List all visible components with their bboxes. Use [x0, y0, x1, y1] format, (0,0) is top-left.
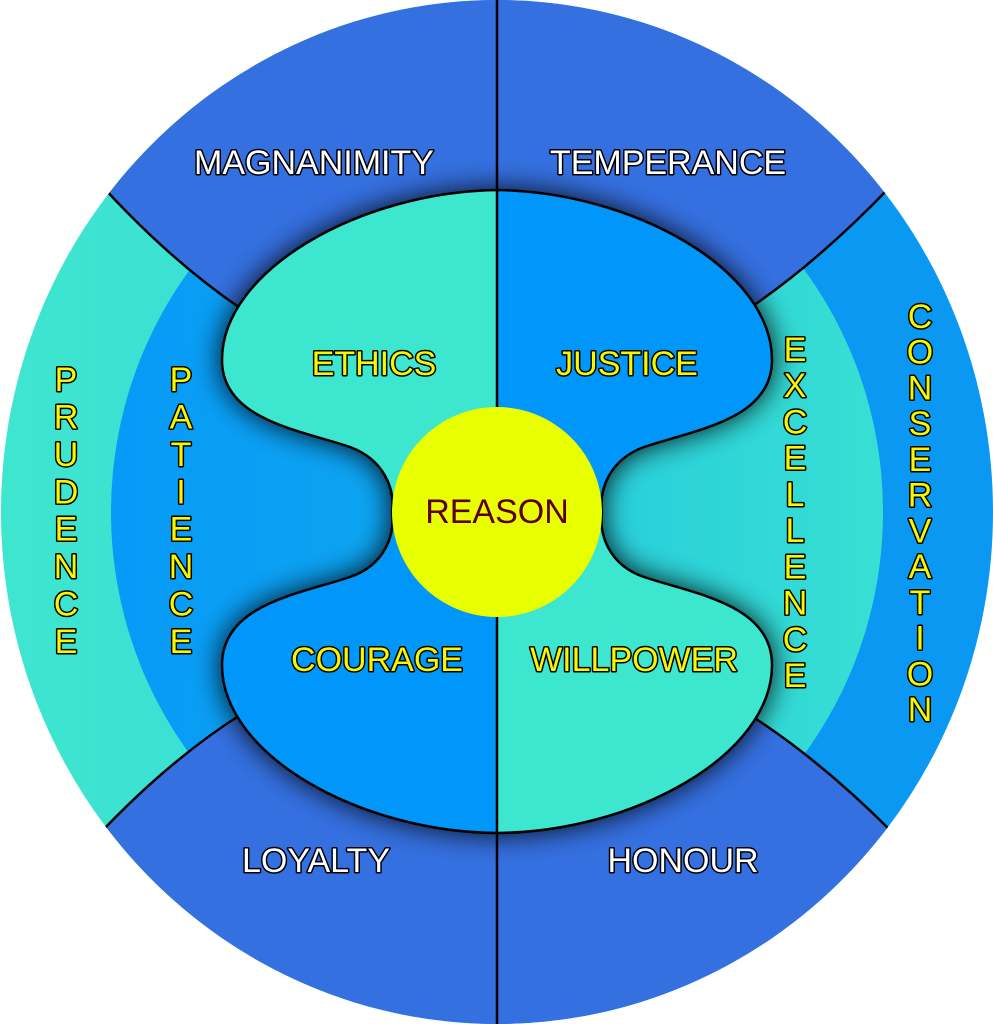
cap-label-magnanimity: MAGNANIMITY: [194, 144, 434, 182]
letter: U: [54, 436, 79, 474]
letter: N: [54, 548, 79, 586]
letter: A: [170, 398, 193, 436]
letter: R: [908, 477, 933, 515]
letter: S: [909, 405, 932, 443]
letter: E: [55, 511, 78, 549]
center-label: REASON: [425, 493, 569, 531]
letter: T: [171, 436, 192, 474]
letter: N: [783, 585, 808, 623]
letter: E: [784, 657, 807, 695]
letter: I: [176, 473, 185, 511]
letter: C: [169, 586, 194, 624]
letter: R: [54, 398, 79, 436]
letter: N: [908, 369, 933, 407]
letter: P: [170, 361, 193, 399]
letter: I: [915, 620, 924, 658]
letter: E: [170, 623, 193, 661]
quadrant-label-justice: JUSTICE: [556, 345, 698, 383]
letter: E: [784, 331, 807, 369]
letter: D: [54, 473, 79, 511]
letter: T: [910, 584, 931, 622]
letter: N: [169, 548, 194, 586]
letter: E: [784, 440, 807, 478]
letter: L: [786, 512, 805, 550]
quadrant-label-willpower: WILLPOWER: [530, 641, 738, 679]
letter: C: [783, 403, 808, 441]
letter: E: [170, 511, 193, 549]
quadrant-label-courage: COURAGE: [291, 641, 463, 679]
letter: E: [55, 623, 78, 661]
letter: L: [786, 476, 805, 514]
quadrant-label-ethics: ETHICS: [312, 345, 437, 383]
letter: O: [907, 655, 933, 693]
cap-label-honour: HONOUR: [607, 842, 758, 880]
letter: A: [909, 548, 932, 586]
letter: O: [907, 334, 933, 372]
cap-label-temperance: TEMPERANCE: [550, 144, 786, 182]
letter: N: [908, 691, 933, 729]
letter: E: [909, 441, 932, 479]
letter: P: [55, 361, 78, 399]
letter: V: [909, 512, 932, 550]
letter: C: [783, 621, 808, 659]
letter: X: [784, 367, 807, 405]
center-circle: [392, 407, 602, 617]
cap-label-loyalty: LOYALTY: [242, 842, 390, 880]
letter: C: [908, 298, 933, 336]
letter: C: [54, 586, 79, 624]
letter: E: [784, 548, 807, 586]
